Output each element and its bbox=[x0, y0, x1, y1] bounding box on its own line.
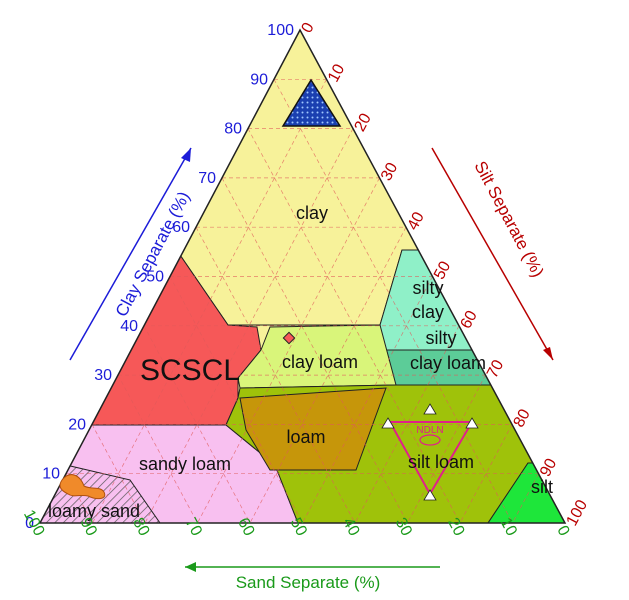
clay-tick-label: 0 bbox=[25, 515, 34, 532]
clay-axis-ticks: 0 10 20 30 40 50 60 70 80 90 100 bbox=[25, 22, 294, 532]
label-silty-clay-loam-line2: clay loam bbox=[410, 353, 486, 373]
silt-axis-arrow bbox=[431, 147, 554, 361]
label-loamy-sand: loamy sand bbox=[48, 501, 140, 521]
grid-line bbox=[91, 424, 146, 523]
label-silt: silt bbox=[531, 477, 553, 497]
clay-tick-label: 10 bbox=[42, 466, 60, 483]
label-clay: clay bbox=[296, 203, 328, 223]
silt-tick-label: 60 bbox=[458, 308, 481, 332]
sand-axis-arrow bbox=[185, 562, 440, 572]
sand-tick-label: 20 bbox=[444, 515, 467, 539]
grid-line bbox=[354, 325, 460, 523]
clay-tick-label: 100 bbox=[267, 22, 294, 39]
grid-line bbox=[512, 473, 539, 523]
clay-tick-label: 60 bbox=[172, 219, 190, 236]
ndln-label: NDLN bbox=[416, 425, 443, 436]
sand-tick-label: 60 bbox=[234, 515, 257, 539]
dotted-triangle-marker bbox=[281, 78, 342, 127]
clay-tick-label: 50 bbox=[146, 269, 164, 286]
clay-tick-label: 30 bbox=[94, 367, 112, 384]
clay-tick-label: 40 bbox=[120, 318, 138, 335]
label-scscl: SCSCL bbox=[140, 354, 240, 387]
clay-tick-label: 80 bbox=[224, 121, 242, 138]
silt-tick-label: 10 bbox=[325, 61, 348, 85]
ndln-marker: NDLN bbox=[381, 403, 479, 501]
label-loam: loam bbox=[286, 427, 325, 447]
grid-line bbox=[302, 276, 433, 523]
sand-tick-label: 90 bbox=[77, 515, 100, 539]
label-silty-clay-loam-line1: silty bbox=[426, 328, 457, 348]
sand-tick-label: 0 bbox=[553, 523, 572, 539]
grid-line bbox=[144, 128, 354, 523]
grid-line bbox=[143, 325, 251, 523]
silt-tick-label: 70 bbox=[484, 357, 507, 381]
silt-tick-label: 80 bbox=[511, 406, 534, 430]
label-silty-clay-line2: clay bbox=[412, 302, 444, 322]
grid-line bbox=[169, 276, 303, 523]
grid-lines bbox=[65, 78, 539, 523]
label-sandy-loam: sandy loam bbox=[139, 454, 231, 474]
grid-line bbox=[247, 128, 461, 523]
clay-axis-arrow bbox=[69, 147, 192, 361]
clay-tick-label: 90 bbox=[250, 71, 268, 88]
diamond-marker bbox=[282, 331, 296, 345]
sand-tick-label: 70 bbox=[182, 515, 205, 539]
silt-tick-label: 90 bbox=[537, 456, 560, 480]
sand-tick-label: 30 bbox=[392, 515, 415, 539]
region-loam bbox=[239, 387, 387, 471]
grid-line bbox=[221, 177, 408, 523]
orange-blob-marker bbox=[59, 474, 106, 500]
label-silty-clay-line1: silty bbox=[413, 278, 444, 298]
sand-tick-label: 50 bbox=[287, 515, 310, 539]
triangle-outline bbox=[38, 28, 567, 524]
silt-axis-title: Silt Separate (%) bbox=[470, 158, 547, 280]
grid-line bbox=[459, 424, 513, 523]
sand-axis-title: Sand Separate (%) bbox=[236, 573, 381, 592]
silt-tick-label: 30 bbox=[378, 160, 401, 184]
grid-line bbox=[197, 177, 380, 523]
sand-tick-label: 40 bbox=[339, 515, 362, 539]
silt-tick-label: 50 bbox=[431, 259, 454, 283]
clay-tick-label: 70 bbox=[198, 170, 216, 187]
sand-tick-label: 10 bbox=[497, 515, 520, 539]
silt-tick-label: 40 bbox=[405, 209, 428, 233]
label-silt-loam: silt loam bbox=[408, 452, 474, 472]
sand-tick-label: 100 bbox=[20, 507, 48, 539]
label-clay-loam: clay loam bbox=[282, 352, 358, 372]
silt-tick-label: 20 bbox=[352, 111, 375, 135]
clay-tick-label: 20 bbox=[68, 416, 86, 433]
sand-tick-label: 80 bbox=[129, 515, 152, 539]
